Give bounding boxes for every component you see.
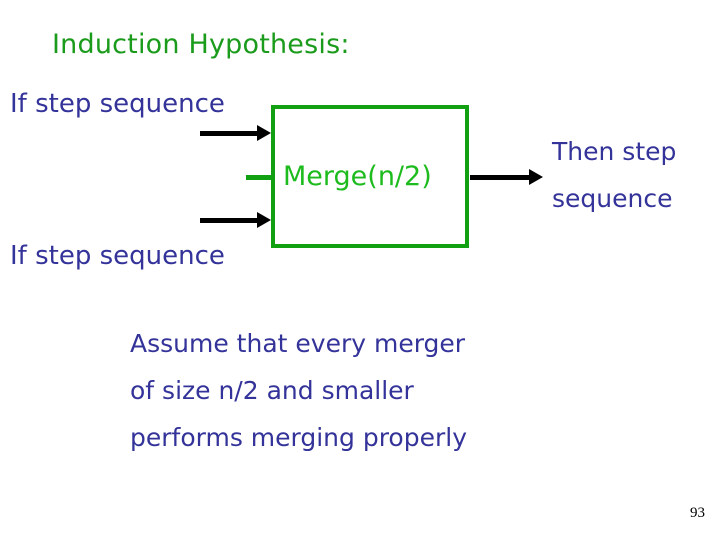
page-number: 93: [690, 505, 705, 521]
input-label-top: If step sequence: [10, 89, 225, 119]
box-left-connector-tick: [246, 175, 274, 180]
assumption-line: of size n/2 and smaller: [130, 376, 414, 405]
arrow-input-bottom-icon: [200, 212, 271, 228]
assumption-line: performs merging properly: [130, 423, 467, 452]
arrow-output-icon: [470, 169, 543, 185]
input-label-bottom: If step sequence: [10, 241, 225, 271]
assumption-paragraph: Assume that every merger of size n/2 and…: [130, 320, 467, 461]
arrow-input-top-icon: [200, 125, 271, 141]
assumption-line: Assume that every merger: [130, 329, 466, 358]
merge-box-label: Merge(n/2): [283, 161, 432, 192]
output-label-line1: Then step: [552, 137, 677, 166]
page-title: Induction Hypothesis:: [52, 29, 350, 60]
output-label-line2: sequence: [552, 184, 673, 213]
